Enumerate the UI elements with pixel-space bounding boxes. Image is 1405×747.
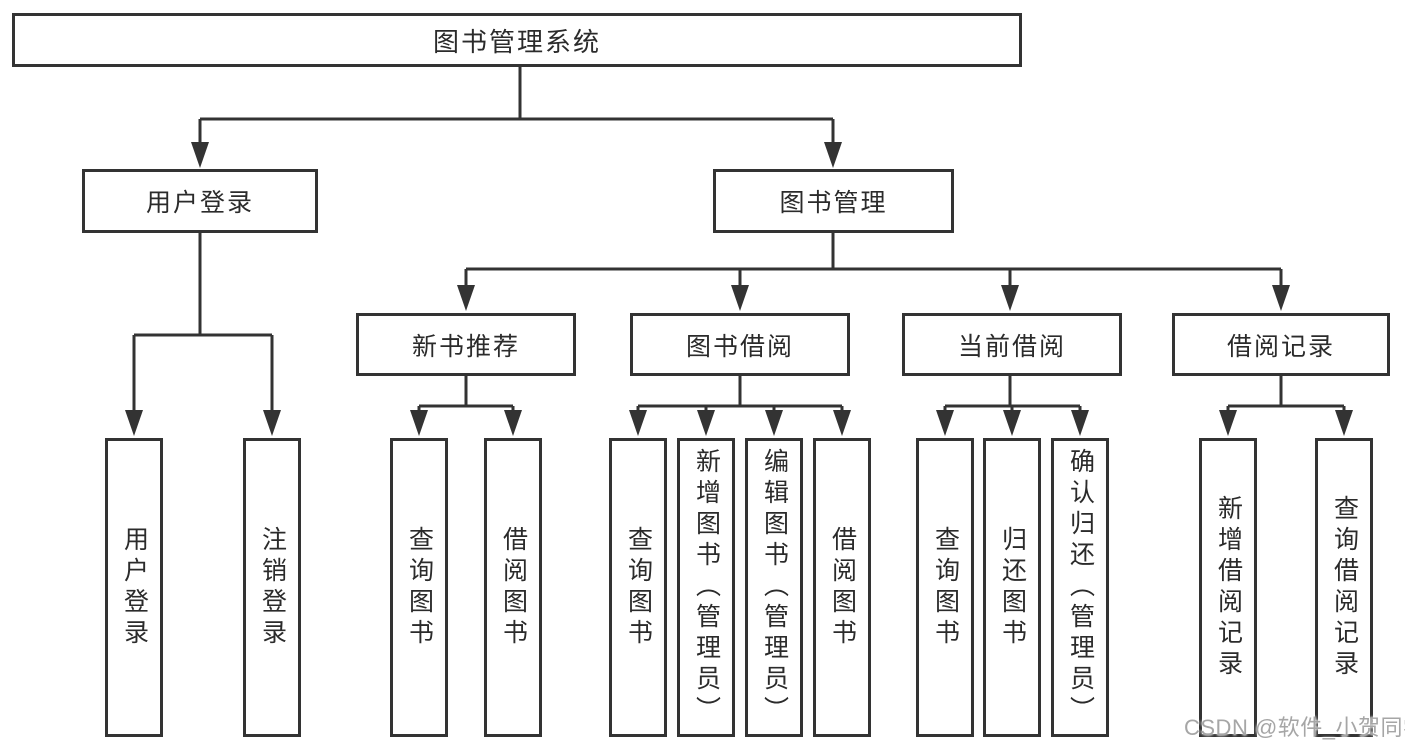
- arrowhead-icon: [1071, 410, 1089, 436]
- arrowhead-icon: [765, 410, 783, 436]
- group-label: 图书借阅: [685, 332, 794, 361]
- group-label: 当前借阅: [957, 332, 1066, 361]
- node-root: 图书管理系统: [12, 13, 1022, 67]
- arrowhead-icon: [1219, 410, 1237, 436]
- leaf-add-borrow-record: 新增借阅记录: [1199, 438, 1257, 737]
- leaf-query-books-current: 查询图书: [916, 438, 974, 737]
- arrowhead-icon: [1003, 410, 1021, 436]
- arrowhead-icon: [410, 410, 428, 436]
- leaf-logout: 注销登录: [243, 438, 301, 737]
- arrowhead-icon: [125, 410, 143, 436]
- arrowhead-icon: [731, 285, 749, 311]
- node-root-label: 图书管理系统: [432, 26, 601, 57]
- leaf-edit-books-admin: 编辑图书（管理员）: [745, 438, 803, 737]
- group-label: 新书推荐: [411, 332, 520, 361]
- csdn-watermark: CSDN @软件_小贺同学: [1184, 715, 1405, 740]
- leaf-label: 注销登录: [258, 525, 287, 650]
- leaf-label: 借阅图书: [499, 525, 528, 650]
- arrowhead-icon: [629, 410, 647, 436]
- arrowhead-icon: [191, 142, 209, 168]
- leaf-label: 查询图书: [405, 525, 434, 650]
- arrowhead-icon: [824, 142, 842, 168]
- leaf-confirm-return-admin: 确认归还（管理员）: [1051, 438, 1109, 737]
- arrowhead-icon: [263, 410, 281, 436]
- leaf-label: 用户登录: [120, 525, 149, 650]
- arrowhead-icon: [1001, 285, 1019, 311]
- leaf-borrow-books-recommend: 借阅图书: [484, 438, 542, 737]
- arrowhead-icon: [833, 410, 851, 436]
- leaf-label: 归还图书: [998, 525, 1027, 650]
- node-new-book-recommend: 新书推荐: [356, 313, 576, 376]
- leaf-user-login: 用户登录: [105, 438, 163, 737]
- node-borrow-records: 借阅记录: [1172, 313, 1390, 376]
- leaf-query-books-recommend: 查询图书: [390, 438, 448, 737]
- arrowhead-icon: [1272, 285, 1290, 311]
- arrowhead-icon: [936, 410, 954, 436]
- leaf-query-borrow-record: 查询借阅记录: [1315, 438, 1373, 737]
- leaf-return-books: 归还图书: [983, 438, 1041, 737]
- leaf-label: 查询图书: [931, 525, 960, 650]
- leaf-label: 查询借阅记录: [1330, 494, 1359, 681]
- leaf-query-books: 查询图书: [609, 438, 667, 737]
- node-current-borrow: 当前借阅: [902, 313, 1122, 376]
- arrowhead-icon: [1335, 410, 1353, 436]
- node-user-login: 用户登录: [82, 169, 318, 233]
- leaf-label: 新增图书（管理员）: [692, 448, 721, 727]
- leaf-label: 确认归还（管理员）: [1066, 448, 1095, 727]
- node-book-management: 图书管理: [713, 169, 954, 233]
- leaf-add-books-admin: 新增图书（管理员）: [677, 438, 735, 737]
- arrowhead-icon: [457, 285, 475, 311]
- arrowhead-icon: [504, 410, 522, 436]
- group-label: 借阅记录: [1226, 332, 1335, 361]
- leaf-label: 新增借阅记录: [1214, 494, 1243, 681]
- node-user-login-label: 用户登录: [145, 189, 254, 217]
- arrowhead-icon: [697, 410, 715, 436]
- leaf-label: 编辑图书（管理员）: [760, 448, 789, 727]
- leaf-borrow-books: 借阅图书: [813, 438, 871, 737]
- node-book-management-label: 图书管理: [779, 189, 888, 217]
- leaf-label: 查询图书: [624, 525, 653, 650]
- leaf-label: 借阅图书: [828, 525, 857, 650]
- node-book-borrow: 图书借阅: [630, 313, 850, 376]
